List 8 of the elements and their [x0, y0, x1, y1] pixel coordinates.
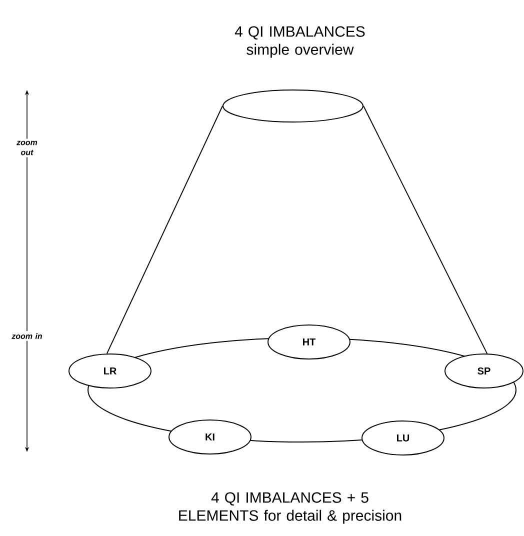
title: 4 QI IMBALANCES simple overview [234, 26, 365, 58]
connector-line [106, 106, 223, 354]
top-ellipse [222, 90, 364, 122]
zoom-label: zoom out [9, 138, 45, 158]
caption: 4 QI IMBALANCES + 5 ELEMENTS for detail & precision [179, 492, 402, 524]
connector-line [363, 106, 488, 354]
zoom-label: zoom in [9, 331, 45, 341]
node-label: SP [478, 367, 490, 375]
